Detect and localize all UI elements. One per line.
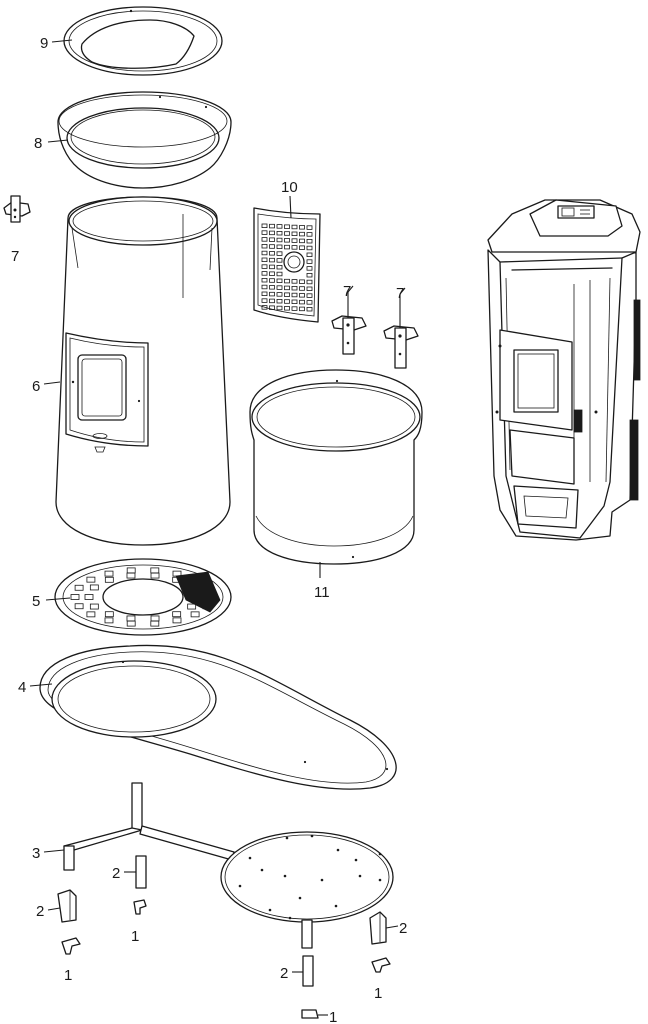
callout-2-a: 2 xyxy=(112,865,120,882)
part-8-top-ring xyxy=(57,91,232,189)
callout-2-d: 2 xyxy=(280,965,288,982)
callout-1-a: 1 xyxy=(131,928,139,945)
callout-8: 8 xyxy=(34,135,42,152)
callout-5: 5 xyxy=(32,593,40,610)
part-2-foot-d xyxy=(302,955,314,987)
leader-4 xyxy=(29,683,53,687)
leader-5 xyxy=(45,597,71,601)
callout-2-c: 2 xyxy=(399,920,407,937)
part-7-bracket-middle xyxy=(331,315,367,355)
part-1-clip-a xyxy=(133,899,147,915)
part-1-clip-c xyxy=(371,957,391,973)
callout-10: 10 xyxy=(281,179,298,196)
part-7-bracket-right xyxy=(383,325,419,369)
part-4-oval-base xyxy=(39,644,397,790)
callout-7-left: 7 xyxy=(11,248,19,265)
stove-assembled-frame xyxy=(487,199,641,541)
callout-4: 4 xyxy=(18,679,26,696)
part-10-rear-grille xyxy=(253,207,321,323)
part-6-main-cladding xyxy=(55,196,231,546)
part-11-lower-drum xyxy=(249,369,423,565)
part-5-base-plate xyxy=(54,558,232,636)
part-1-clip-b xyxy=(61,937,81,955)
part-7-bracket-left xyxy=(3,195,31,223)
part-2-foot-c xyxy=(369,911,387,945)
part-1-clip-d xyxy=(301,1009,319,1019)
callout-1-c: 1 xyxy=(374,985,382,1002)
leader-3 xyxy=(43,849,65,853)
callout-6: 6 xyxy=(32,378,40,395)
callout-3: 3 xyxy=(32,845,40,862)
callout-7-middle: 7 xyxy=(343,283,351,300)
leader-10 xyxy=(289,195,292,219)
callout-7-right: 7 xyxy=(396,285,404,302)
part-2-foot-a xyxy=(135,855,147,889)
plate-mounting-holes xyxy=(238,834,382,920)
callout-2-b: 2 xyxy=(36,903,44,920)
callout-9: 9 xyxy=(40,35,48,52)
grille-perforation xyxy=(261,223,313,312)
callout-1-b: 1 xyxy=(64,967,72,984)
callout-1-d: 1 xyxy=(329,1009,337,1024)
leader-9 xyxy=(51,39,73,43)
callout-11: 11 xyxy=(314,584,330,601)
part-9-top-cover xyxy=(63,6,223,76)
part-2-foot-b xyxy=(57,889,77,923)
leader-8 xyxy=(47,139,69,143)
part-3-base-frame xyxy=(63,782,394,949)
leader-6 xyxy=(43,381,61,385)
